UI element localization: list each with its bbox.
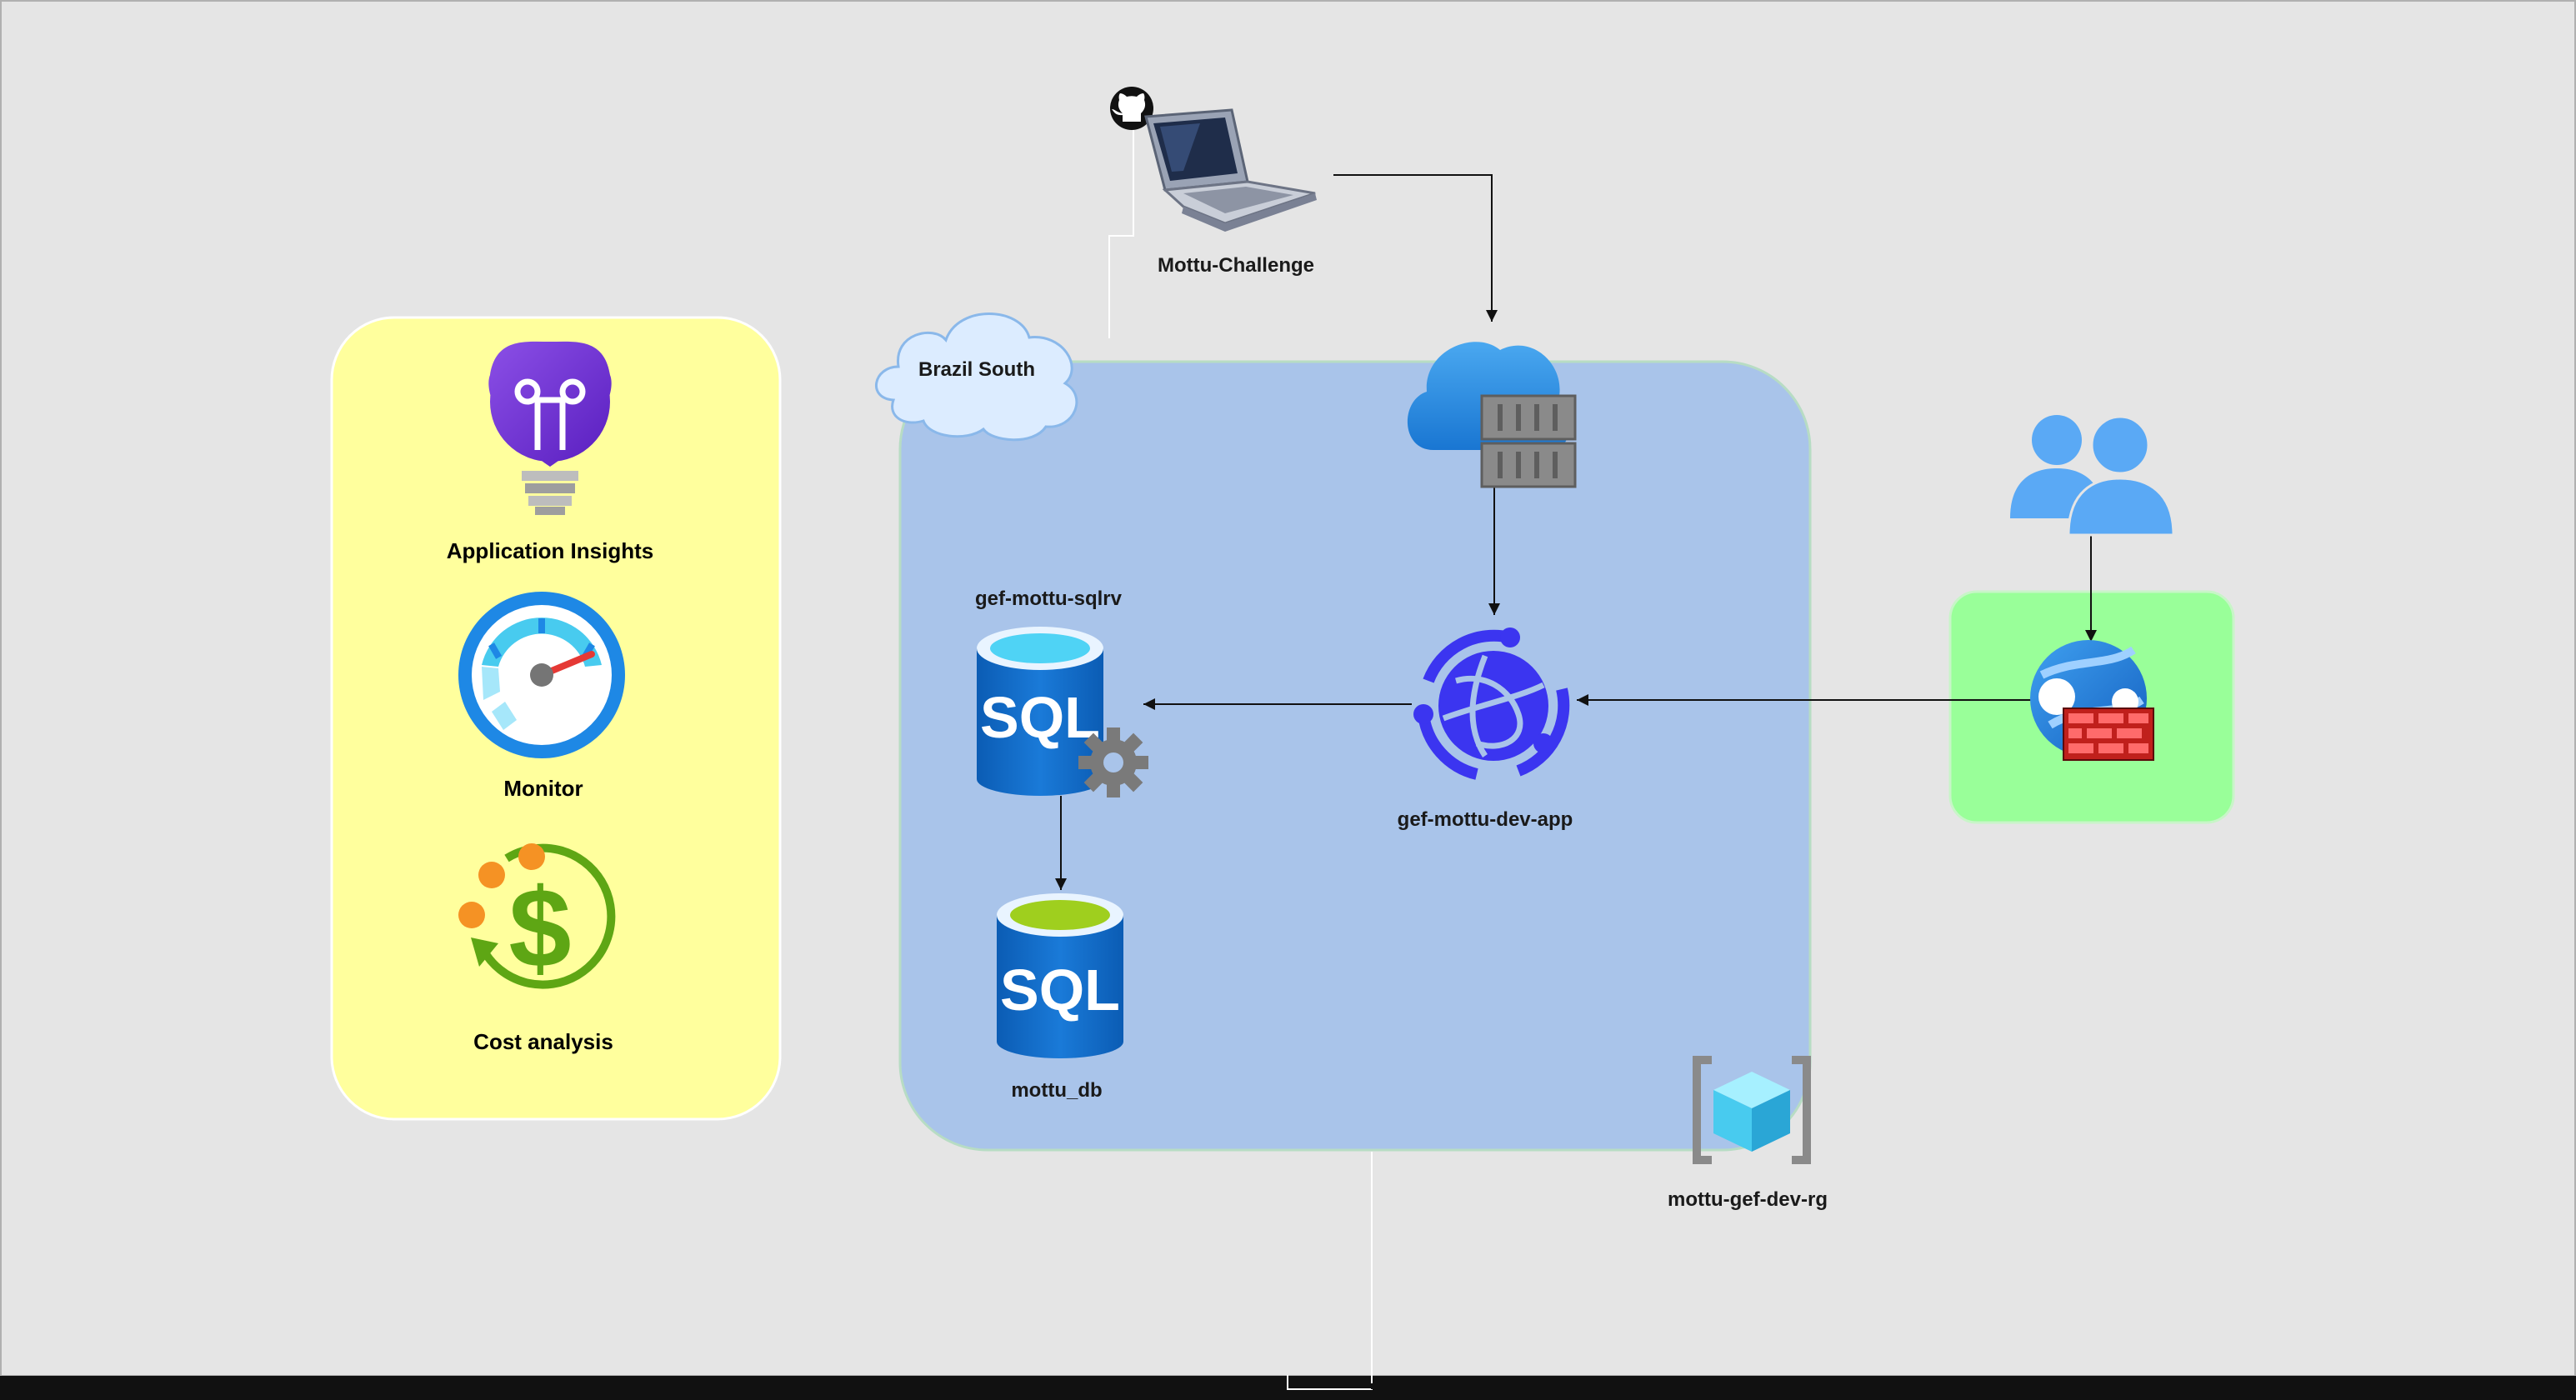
github-to-region-line [1108, 108, 1134, 338]
resource-group-label: mottu-gef-dev-rg [1668, 1188, 1828, 1211]
cost-analysis-icon: $ [458, 843, 616, 991]
laptop-icon [1144, 108, 1317, 232]
region-to-bottom-line [1287, 1152, 1373, 1390]
web-app-label: gef-mottu-dev-app [1397, 808, 1573, 831]
monitor-label: Monitor [503, 776, 583, 801]
container-registry-icon [1407, 342, 1577, 488]
users-icon [2010, 415, 2175, 537]
sql-db-label: mottu_db [1011, 1079, 1103, 1102]
region-label: Brazil South [918, 358, 1036, 381]
app-insights-label: Application Insights [446, 538, 654, 563]
github-icon [1110, 87, 1153, 130]
cost-analysis-label: Cost analysis [473, 1029, 613, 1054]
svg-text:SQL: SQL [1000, 958, 1120, 1022]
sql-server-label: gef-mottu-sqlrv [975, 588, 1122, 610]
application-insights-icon [488, 341, 612, 515]
sql-server-icon: SQL [977, 627, 1148, 798]
region-panel [898, 360, 1812, 1152]
web-app-firewall-icon [2030, 640, 2154, 761]
app-service-icon [1413, 628, 1570, 780]
connectors [1055, 108, 2097, 1390]
github-repo-label: Mottu-Challenge [1158, 254, 1314, 277]
resource-group-icon [1693, 1056, 1811, 1164]
monitor-icon [458, 592, 625, 758]
cloud-region-icon [874, 312, 1078, 442]
sql-database-icon: SQL [997, 893, 1123, 1058]
svg-text:$: $ [508, 865, 571, 991]
laptop-to-registry-line [1333, 174, 1498, 322]
svg-text:SQL: SQL [980, 685, 1100, 750]
